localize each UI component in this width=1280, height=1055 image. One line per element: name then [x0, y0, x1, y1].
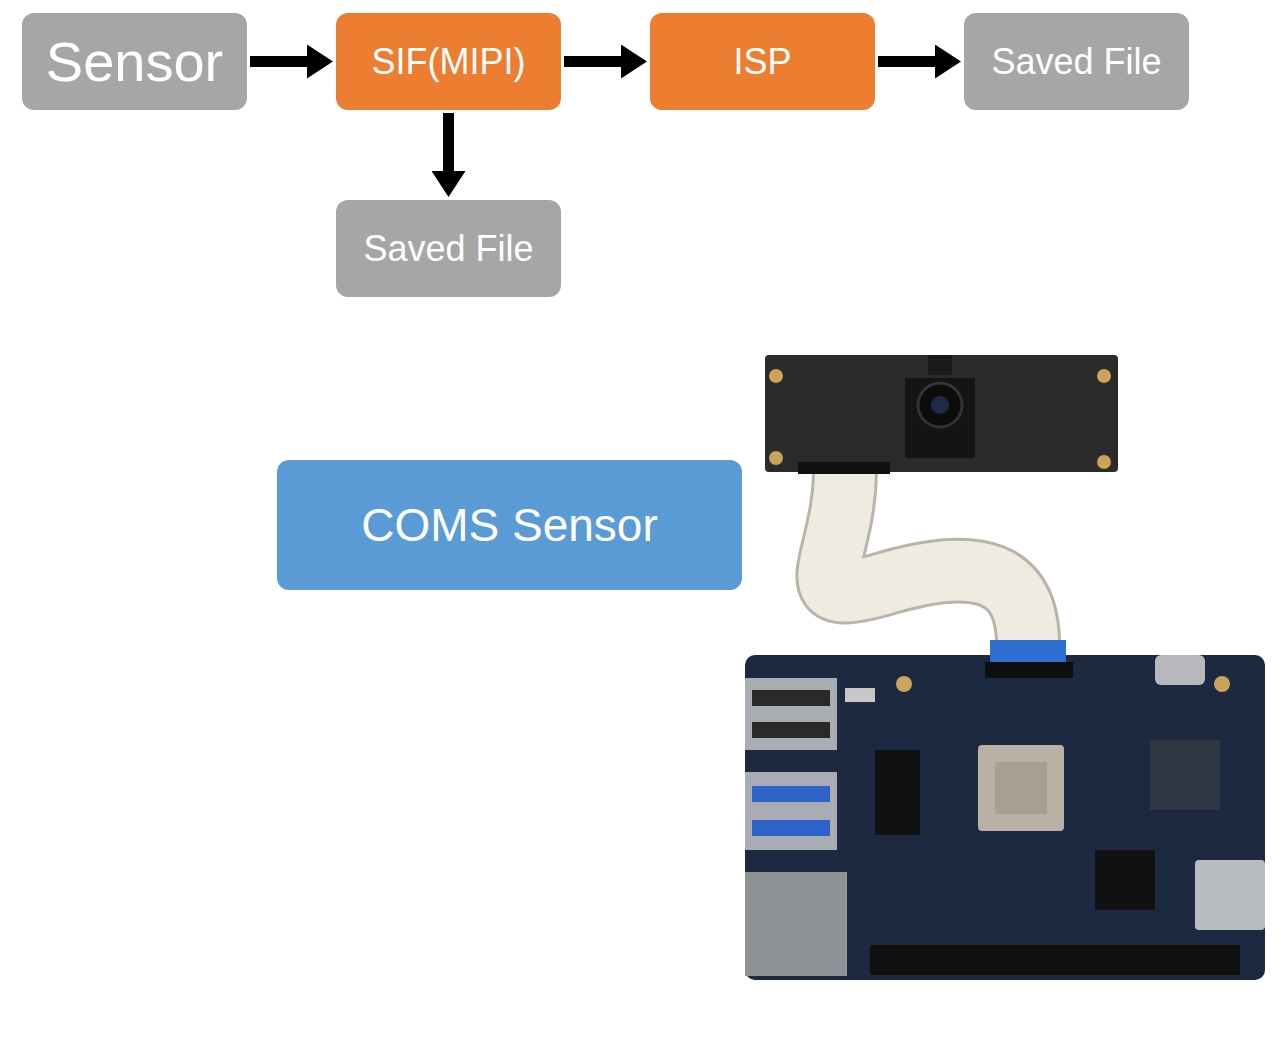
node-label: Saved File: [363, 229, 533, 269]
mount-hole: [769, 451, 783, 465]
camera-board: [765, 355, 1118, 472]
process-box: SIF(MIPI): [336, 13, 561, 110]
mipi-connector: [985, 662, 1073, 678]
flow-arrow: [250, 56, 307, 67]
usb-slot: [752, 722, 830, 738]
memory-chip: [875, 750, 920, 835]
lens-glass: [931, 396, 949, 414]
node-label: SIF(MIPI): [372, 42, 526, 82]
mount-hole: [1097, 369, 1111, 383]
process-box: ISP: [650, 13, 875, 110]
mount-hole: [896, 676, 912, 692]
hdmi-port: [1195, 860, 1265, 930]
usb-slot: [752, 690, 830, 706]
source-box: Sensor: [22, 13, 247, 110]
bridge-chip: [1095, 850, 1155, 910]
soc: [995, 762, 1047, 814]
mount-hole: [1097, 455, 1111, 469]
node-label: COMS Sensor: [361, 500, 658, 551]
usb-c: [1155, 655, 1205, 685]
camera-connector: [798, 462, 890, 474]
mount-hole: [769, 369, 783, 383]
wifi-module: [1150, 740, 1220, 810]
ribbon-cable: [828, 470, 1028, 650]
usb3-slot: [752, 786, 830, 802]
soc-shield: [978, 745, 1064, 831]
lens: [918, 383, 962, 427]
output-box: Saved File: [336, 200, 561, 297]
ribbon-stiffener: [990, 640, 1066, 662]
flow-arrow: [564, 56, 621, 67]
flow-arrow: [443, 113, 454, 171]
mount-hole: [1214, 676, 1230, 692]
node-label: ISP: [733, 42, 791, 82]
lens-holder: [905, 378, 975, 458]
micro-usb: [845, 688, 875, 702]
node-label: Saved File: [991, 42, 1161, 82]
gpio-header: [870, 945, 1240, 975]
developer-board: [745, 655, 1265, 980]
flow-arrow: [878, 56, 935, 67]
output-box: Saved File: [964, 13, 1189, 110]
ethernet-port: [745, 872, 847, 976]
usb3-slot: [752, 820, 830, 836]
node-label: Sensor: [46, 31, 223, 93]
usb-port: [745, 678, 837, 750]
lens-screw: [928, 355, 952, 375]
label-box: COMS Sensor: [277, 460, 742, 590]
usb3-port: [745, 772, 837, 850]
ribbon-cable-edge: [828, 470, 1028, 650]
